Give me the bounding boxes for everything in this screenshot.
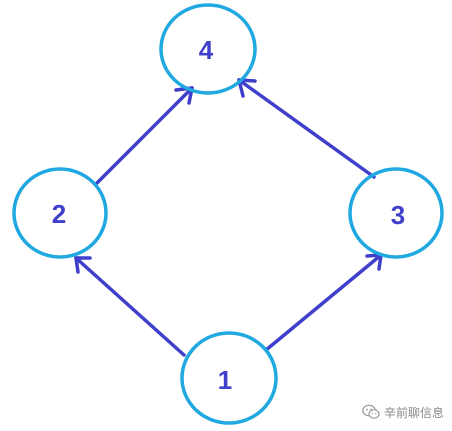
node-3: 3 [348,167,444,259]
node-3-circle [348,167,444,259]
edge-1-to-2 [74,256,186,357]
node-2-label: 2 [52,199,66,229]
watermark: 辛前聊信息 [362,403,444,421]
edges [74,78,383,357]
node-2-circle [12,167,108,259]
node-3-label: 3 [391,200,405,230]
node-1: 1 [180,331,278,425]
edge-2-to-4 [95,86,194,185]
node-4-label: 4 [199,35,214,65]
node-2: 2 [12,167,108,259]
node-1-circle [180,331,278,425]
watermark-text: 辛前聊信息 [383,405,444,420]
node-4: 4 [159,3,257,95]
edge-3-to-4 [237,78,376,179]
wechat-icon [362,404,380,420]
node-4-circle [159,3,257,95]
edge-1-to-3 [264,253,383,352]
node-1-label: 1 [218,365,232,395]
